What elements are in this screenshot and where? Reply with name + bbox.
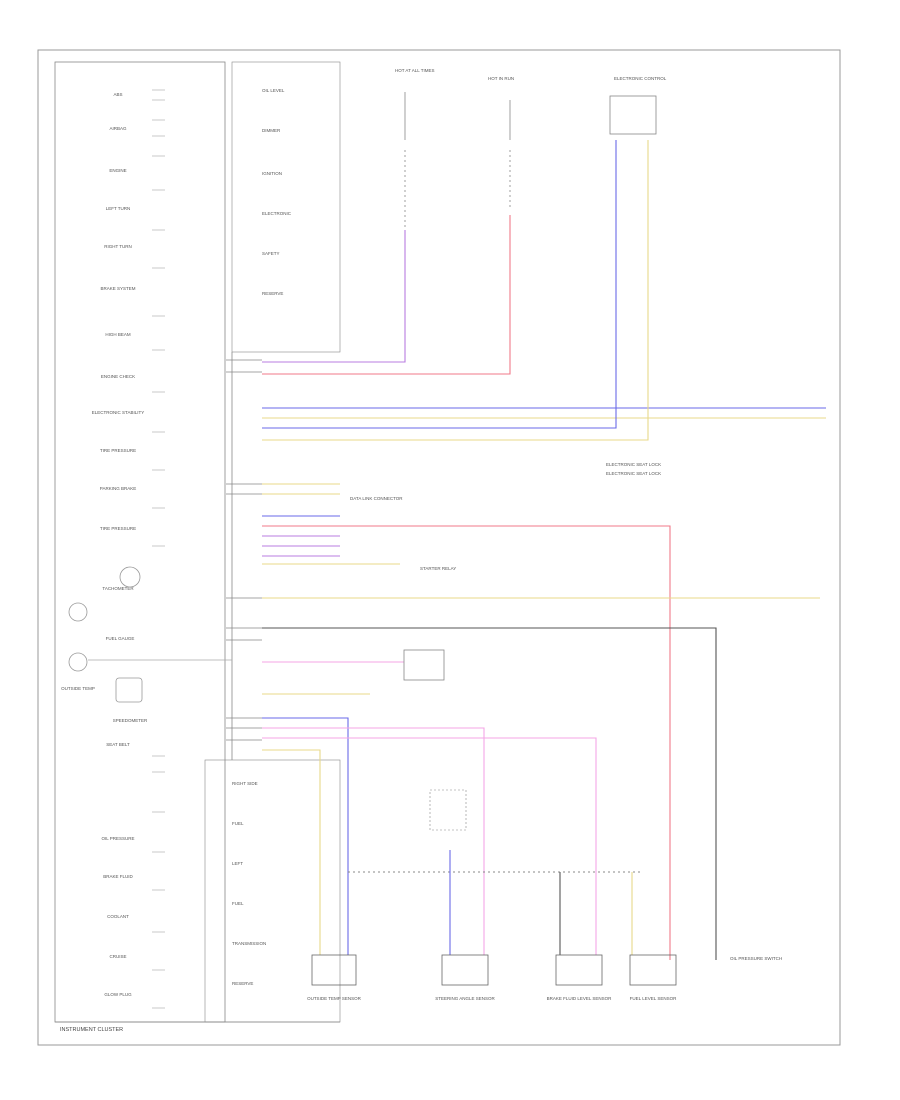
brake-fluid-sensor xyxy=(555,954,603,986)
top-component-label: ELECTRONIC CONTROL xyxy=(614,76,667,81)
bottom-component-label: BRAKE FLUID LEVEL SENSOR xyxy=(547,996,613,1001)
cluster-indicator-label: SEAT BELT xyxy=(106,742,130,747)
side-label: OIL PRESSURE SWITCH xyxy=(730,956,782,961)
cluster-indicator-label: PARKING BRAKE xyxy=(100,486,136,491)
inner-label: DIMMER xyxy=(262,128,281,133)
bottom-cluster-label: RESERVE xyxy=(232,981,253,986)
cluster-indicator-label: BRAKE SYSTEM xyxy=(100,286,135,291)
note-line: ELECTRONIC SEAT LOCK xyxy=(606,471,661,476)
inner-label: ELECTRONIC xyxy=(262,211,292,216)
top-components: HOT AT ALL TIMES HOT IN RUN ELECTRONIC C… xyxy=(395,68,667,230)
bottom-cluster-label: RIGHT SIDE xyxy=(232,781,258,786)
module-box xyxy=(403,649,445,681)
cluster-indicator-label: BRAKE FLUID xyxy=(103,874,133,879)
wire-purple xyxy=(262,230,406,363)
inner-label: IGNITION xyxy=(262,171,282,176)
cluster-box-inner xyxy=(231,61,341,353)
wire-yellow-temp xyxy=(262,749,321,955)
cluster-indicator-label: HIGH BEAM xyxy=(105,332,131,337)
note-line: ELECTRONIC SEAT LOCK xyxy=(606,462,661,467)
bottom-cluster-label: TRANSMISSION xyxy=(232,941,266,946)
bottom-component-label: OUTSIDE TEMP SENSOR xyxy=(307,996,362,1001)
gauge-icon xyxy=(68,652,88,672)
bottom-cluster-label: FUEL xyxy=(232,821,244,826)
top-component-label: HOT IN RUN xyxy=(488,76,514,81)
cluster-indicator-label: SPEEDOMETER xyxy=(113,718,148,723)
diagram-border xyxy=(37,49,841,1046)
cluster-indicator-label: AIRBAG xyxy=(109,126,127,131)
cluster-indicator-label: ENGINE xyxy=(109,168,126,173)
wires xyxy=(262,140,826,960)
cluster-indicator-label: COOLANT xyxy=(107,914,129,919)
wire-pink-steer xyxy=(262,727,485,955)
cluster-indicator-label: TIRE PRESSURE xyxy=(100,448,136,453)
cluster-indicator-label: GLOW PLUG xyxy=(104,992,132,997)
control-module-box xyxy=(609,95,657,135)
speedometer-gauge-icon xyxy=(115,677,143,703)
bottom-sensors: OUTSIDE TEMP SENSOR STEERING ANGLE SENSO… xyxy=(307,954,677,1001)
wire-pink-brake xyxy=(262,737,597,955)
bottom-component-label: STEERING ANGLE SENSOR xyxy=(435,996,495,1001)
outside-temp-sensor xyxy=(311,954,357,986)
cluster-indicator-label: TACHOMETER xyxy=(102,586,134,591)
tachometer-gauge-icon xyxy=(119,566,141,588)
indicator-pins xyxy=(152,89,165,1009)
wire-pink-fuel xyxy=(262,525,671,960)
steering-angle-sensor xyxy=(441,954,489,986)
diagram-title: INSTRUMENT CLUSTER xyxy=(60,1027,123,1033)
wire-blue-sensor xyxy=(262,717,349,955)
bottom-cluster-labels: RIGHT SIDE FUEL LEFT FUEL TRANSMISSION R… xyxy=(232,781,266,986)
cluster-indicator-label: RIGHT TURN xyxy=(104,244,132,249)
wire-red xyxy=(262,215,511,375)
side-label: DATA LINK CONNECTOR xyxy=(350,496,403,501)
inner-label: OIL LEVEL xyxy=(262,88,285,93)
top-component-label: HOT AT ALL TIMES xyxy=(395,68,435,73)
cluster-indicator-label: OIL PRESSURE xyxy=(101,836,134,841)
wire-gray-oil xyxy=(262,627,717,960)
cluster-indicator-label: ENGINE CHECK xyxy=(101,374,135,379)
cluster-indicator-labels: ABS AIRBAG ENGINE LEFT TURN RIGHT TURN B… xyxy=(61,92,148,997)
wire-yellow xyxy=(262,140,649,441)
cluster-indicator-label: TIRE PRESSURE xyxy=(100,526,136,531)
wire-blue xyxy=(262,140,617,429)
bottom-component-label: FUEL LEVEL SENSOR xyxy=(630,996,677,1001)
gauge-icon xyxy=(68,602,88,622)
cluster-indicator-label: FUEL GAUGE xyxy=(106,636,135,641)
bottom-cluster-label: FUEL xyxy=(232,901,244,906)
side-label: STARTER RELAY xyxy=(420,566,456,571)
inner-box-labels: OIL LEVEL DIMMER IGNITION ELECTRONIC SAF… xyxy=(262,88,292,296)
sensor-enclosure xyxy=(429,789,467,831)
inner-label: SAFETY xyxy=(262,251,280,256)
inner-label: RESERVE xyxy=(262,291,283,296)
cluster-indicator-label: OUTSIDE TEMP xyxy=(61,686,95,691)
connector-pins xyxy=(226,359,262,741)
fuel-level-sensor xyxy=(629,954,677,986)
bottom-cluster-label: LEFT xyxy=(232,861,243,866)
cluster-indicator-label: ABS xyxy=(113,92,122,97)
cluster-box-left xyxy=(54,61,226,1023)
cluster-indicator-label: LEFT TURN xyxy=(106,206,131,211)
cluster-indicator-label: CRUISE xyxy=(109,954,126,959)
cluster-indicator-label: ELECTRONIC STABILITY xyxy=(92,410,144,415)
